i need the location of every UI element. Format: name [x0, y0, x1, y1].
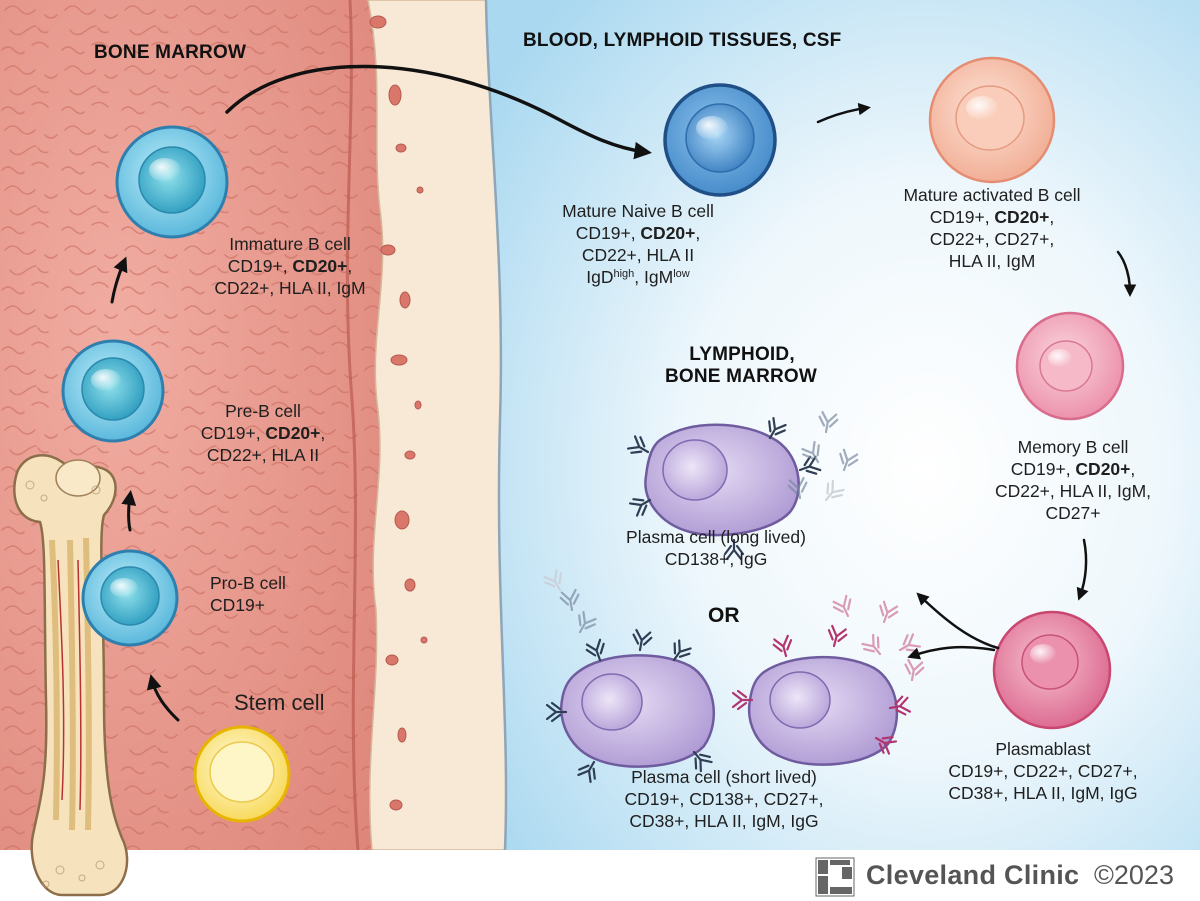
plasmablast-label: Plasmablast CD19+, CD22+, CD27+, CD38+, … [920, 738, 1166, 804]
stem-cell-shape [193, 725, 291, 823]
plasmablast-markers-1: CD19+, CD22+, CD27+, [948, 761, 1138, 781]
mature-naive-name: Mature Naive B cell [562, 201, 714, 221]
pro-b-markers: CD19+ [210, 595, 265, 615]
mature-naive-igd: IgD [586, 267, 614, 287]
immature-b-marker-comma: , [347, 256, 353, 276]
brand-name: Cleveland Clinic [866, 860, 1080, 890]
plasma-short-name: Plasma cell (short lived) [631, 767, 817, 787]
pre-b-marker-comma: , [320, 423, 326, 443]
plasma-cell-short-lived-shape-right [747, 655, 899, 766]
memory-b-marker-cd20: CD20+ [1075, 459, 1131, 479]
pre-b-markers-2: CD22+, HLA II [206, 445, 320, 465]
mature-naive-b-cell-label: Mature Naive B cell CD19+, CD20+, CD22+,… [546, 200, 730, 288]
cleveland-clinic-logo-icon [815, 857, 855, 897]
pro-b-name: Pro-B cell [210, 573, 286, 593]
memory-b-markers-2: CD22+, HLA II, IgM, [994, 481, 1152, 501]
blood-tissues-header: BLOOD, LYMPHOID TISSUES, CSF [523, 30, 842, 51]
pre-b-name: Pre-B cell [225, 401, 301, 421]
bone-wall [367, 0, 507, 851]
progression-arrows [110, 64, 1137, 722]
memory-b-marker-a: CD19+, [1010, 459, 1076, 479]
pre-b-marker-cd20: CD20+ [265, 423, 321, 443]
plasma-cell-short-lived-label: Plasma cell (short lived) CD19+, CD138+,… [594, 766, 854, 832]
mature-naive-b-cell-shape [663, 83, 777, 197]
mature-activated-markers-2: CD22+, CD27+, [929, 229, 1055, 249]
immature-b-marker-cd20: CD20+ [292, 256, 348, 276]
immature-b-cell-label: Immature B cell CD19+, CD20+, CD22+, HLA… [182, 233, 398, 299]
copyright: ©2023 [1094, 860, 1174, 890]
plasmablast-name: Plasmablast [995, 739, 1091, 759]
pre-b-cell-label: Pre-B cell CD19+, CD20+, CD22+, HLA II [178, 400, 348, 466]
mature-naive-igm: , IgM [634, 267, 674, 287]
pre-b-marker-a: CD19+, [200, 423, 266, 443]
mature-naive-marker-cd20: CD20+ [640, 223, 696, 243]
mature-activated-name: Mature activated B cell [903, 185, 1081, 205]
memory-b-cell-label: Memory B cell CD19+, CD20+, CD22+, HLA I… [970, 436, 1176, 524]
mature-activated-b-cell-shape [928, 56, 1056, 184]
plasma-cell-long-lived-shape [644, 423, 800, 537]
memory-b-marker-comma: , [1130, 459, 1136, 479]
pro-b-cell-label: Pro-B cell CD19+ [210, 572, 286, 616]
mature-naive-marker-comma: , [695, 223, 701, 243]
immature-b-marker-a: CD19+, [227, 256, 293, 276]
plasma-long-name: Plasma cell (long lived) [626, 527, 806, 547]
mature-naive-markers-2: CD22+, HLA II [581, 245, 695, 265]
mature-activated-marker-comma: , [1049, 207, 1055, 227]
pre-b-cell-shape [61, 339, 165, 443]
lymphoid-header-line2: BONE MARROW [664, 366, 818, 387]
memory-b-markers-3: CD27+ [1045, 503, 1101, 523]
mature-naive-igd-sup: high [613, 268, 635, 280]
immature-b-cell-shape [115, 125, 229, 239]
pro-b-cell-shape [81, 549, 179, 647]
mature-activated-marker-cd20: CD20+ [994, 207, 1050, 227]
plasmablast-markers-2: CD38+, HLA II, IgM, IgG [948, 783, 1138, 803]
plasma-short-markers-1: CD19+, CD138+, CD27+, [624, 789, 824, 809]
immature-b-markers-2: CD22+, HLA II, IgM [214, 278, 366, 298]
lymphoid-header-line1: LYMPHOID, [689, 344, 795, 365]
mature-activated-b-cell-label: Mature activated B cell CD19+, CD20+, CD… [892, 184, 1092, 272]
mature-naive-igm-sup: low [673, 268, 690, 280]
memory-b-cell-shape [1015, 311, 1125, 421]
lymphoid-bone-marrow-header: LYMPHOID, BONE MARROW [662, 344, 822, 388]
bone-marrow-header: BONE MARROW [94, 42, 247, 63]
or-label: OR [708, 604, 740, 627]
immature-b-name: Immature B cell [229, 234, 351, 254]
plasma-cell-long-lived-label: Plasma cell (long lived) CD138+, IgG [606, 526, 826, 570]
mature-naive-marker-a: CD19+, [575, 223, 641, 243]
plasma-long-markers: CD138+, IgG [664, 549, 768, 569]
memory-b-name: Memory B cell [1017, 437, 1129, 457]
plasma-short-markers-2: CD38+, HLA II, IgM, IgG [629, 811, 819, 831]
plasmablast-cell-shape [992, 610, 1112, 730]
plasma-cell-short-lived-shape-left [560, 654, 716, 768]
mature-activated-marker-a: CD19+, [929, 207, 995, 227]
stem-cell-label: Stem cell [234, 690, 325, 715]
mature-activated-markers-3: HLA II, IgM [948, 251, 1036, 271]
